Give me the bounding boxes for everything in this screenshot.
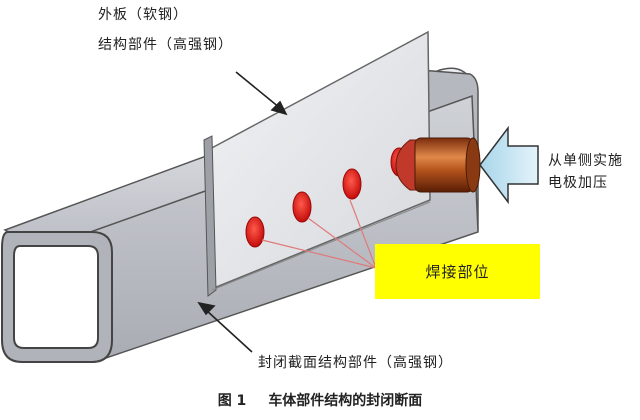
weld-location-label: 焊接部位 — [425, 263, 490, 281]
outer-panel-label: 外板（软钢） — [98, 7, 188, 23]
electrode-label-line2: 电极加压 — [548, 175, 608, 191]
figure-caption: 图 1 车体部件结构的封闭断面 — [0, 390, 640, 410]
closed-section-label: 封闭截面结构部件（高强钢） — [258, 355, 453, 371]
outer-panel — [203, 30, 431, 297]
electrode-label-line1: 从单侧实施 — [548, 153, 623, 169]
caption-number: 图 1 — [217, 393, 247, 409]
weld-location-box: 焊接部位 — [375, 244, 540, 299]
beam-diagram — [0, 30, 539, 363]
weld-leader-lines — [261, 199, 377, 269]
structural-part-label: 结构部件（高强钢） — [98, 37, 233, 53]
weld-spot — [342, 168, 362, 200]
pressure-arrow — [479, 125, 539, 205]
beam-cross-section — [0, 231, 113, 363]
electrode — [395, 137, 481, 193]
weld-spot — [292, 191, 312, 223]
pointer-arrows — [197, 71, 288, 353]
weld-spot — [245, 216, 265, 248]
caption-text: 车体部件结构的封闭断面 — [268, 393, 423, 409]
